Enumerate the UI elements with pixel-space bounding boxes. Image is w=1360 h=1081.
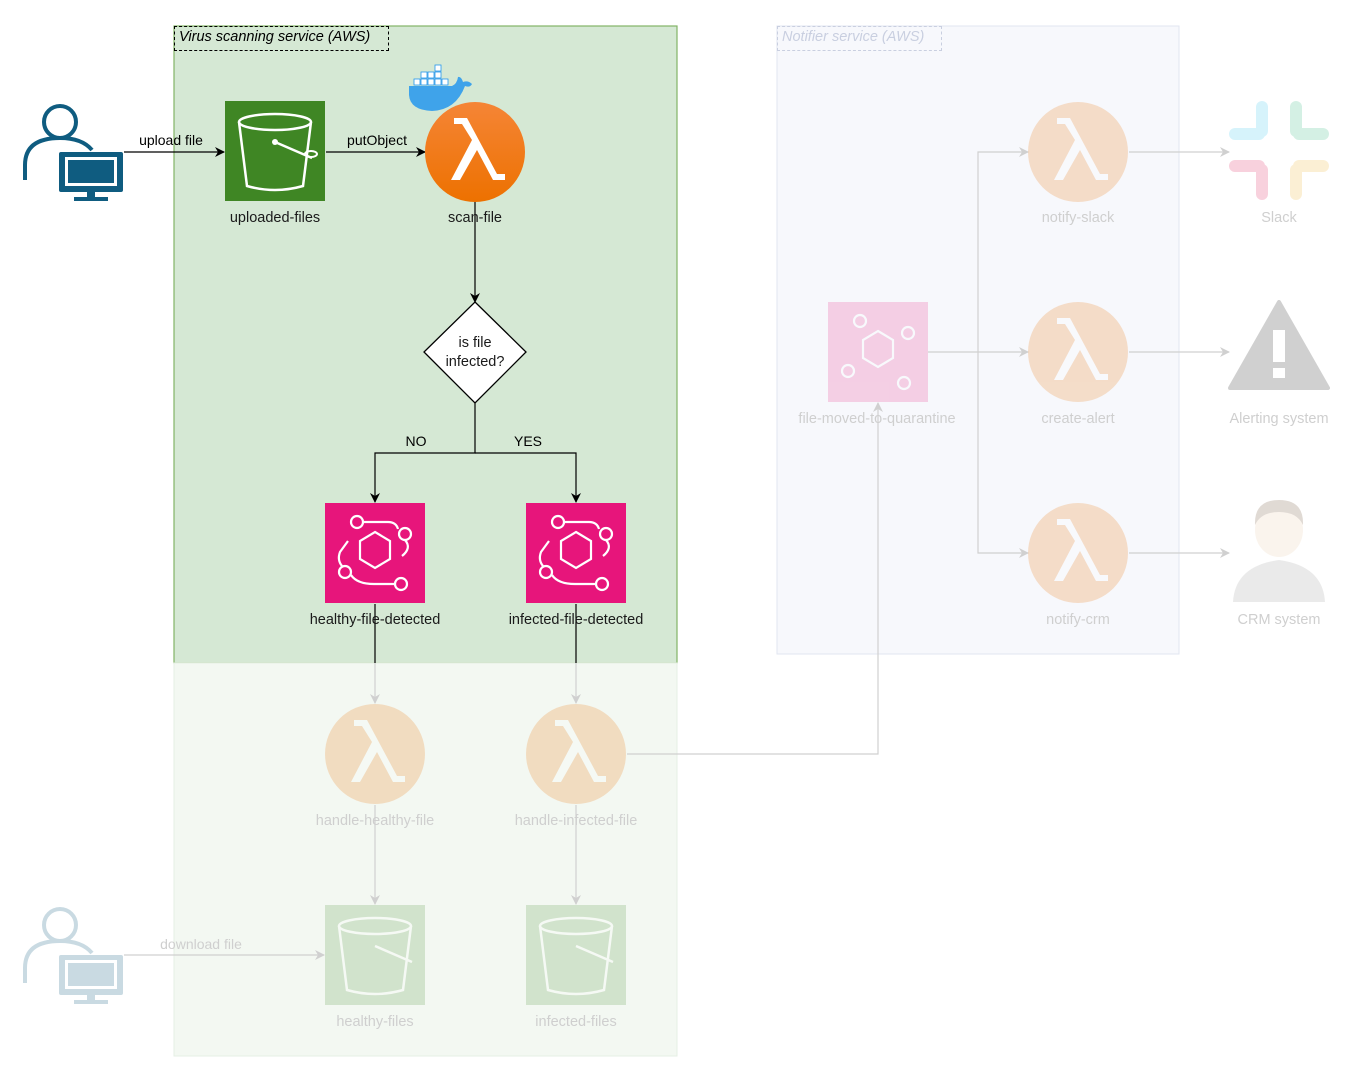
eventbridge-faded-icon [828, 302, 928, 402]
node-label-healthy-file-detected: healthy-file-detected [309, 612, 441, 628]
edge-to-notify-crm [977, 352, 1029, 558]
lambda-faded-icon [325, 704, 425, 804]
node-label-scan-file: scan-file [448, 210, 502, 226]
edge-label-no: NO [405, 433, 427, 449]
decision-label-line-1: is file [458, 335, 492, 351]
node-label-alerting-system: Alerting system [1229, 411, 1329, 427]
user-computer-icon [23, 104, 123, 201]
s3-bucket-icon [225, 101, 325, 201]
edge-label-download-file: download file [160, 936, 242, 952]
lambda-faded-icon [1028, 302, 1128, 402]
lambda-faded-icon [1028, 102, 1128, 202]
node-label-uploaded-files: uploaded-files [229, 210, 321, 226]
s3-bucket-faded-icon [325, 905, 425, 1005]
node-label-infected-file-detected: infected-file-detected [508, 612, 644, 628]
eventbridge-icon [526, 503, 626, 603]
node-label-slack: Slack [1261, 210, 1297, 226]
decision-label-line-2: infected? [445, 354, 505, 370]
node-label-notify-crm: notify-crm [1046, 612, 1110, 628]
eventbridge-icon [325, 503, 425, 603]
edge-to-notify-slack [977, 147, 1029, 352]
alert-warning-icon [1228, 300, 1330, 390]
node-label-healthy-files: healthy-files [336, 1014, 414, 1030]
group-title-notifier: Notifier service (AWS) [777, 26, 942, 51]
node-label-crm-system: CRM system [1237, 612, 1321, 628]
node-label-notify-slack: notify-slack [1041, 210, 1115, 226]
node-label-create-alert: create-alert [1041, 411, 1115, 427]
lambda-icon [425, 102, 525, 202]
docker-icon [409, 64, 472, 111]
lambda-faded-icon [1028, 503, 1128, 603]
s3-bucket-faded-icon [526, 905, 626, 1005]
virus-scanning-group-lower [173, 662, 678, 1057]
slack-icon [1229, 101, 1329, 200]
edge-label-upload-file: upload file [139, 132, 203, 148]
edge-label-yes: YES [513, 433, 543, 449]
edge-yes [475, 452, 581, 503]
node-label-handle-healthy-file: handle-healthy-file [315, 813, 435, 829]
user-computer-faded-icon [23, 907, 123, 1004]
node-label-handle-infected-file: handle-infected-file [514, 813, 638, 829]
decision-diamond [423, 301, 527, 404]
node-label-file-moved-to-quarantine: file-moved-to-quarantine [798, 411, 956, 427]
lambda-faded-icon [526, 704, 626, 804]
edge-to-quarantine [627, 402, 883, 755]
node-label-infected-files: infected-files [535, 1014, 617, 1030]
edge-no [370, 403, 476, 503]
group-title-virus-scanning: Virus scanning service (AWS) [174, 26, 389, 51]
edge-label-put-object: putObject [347, 132, 407, 148]
crm-person-icon [1233, 500, 1325, 602]
